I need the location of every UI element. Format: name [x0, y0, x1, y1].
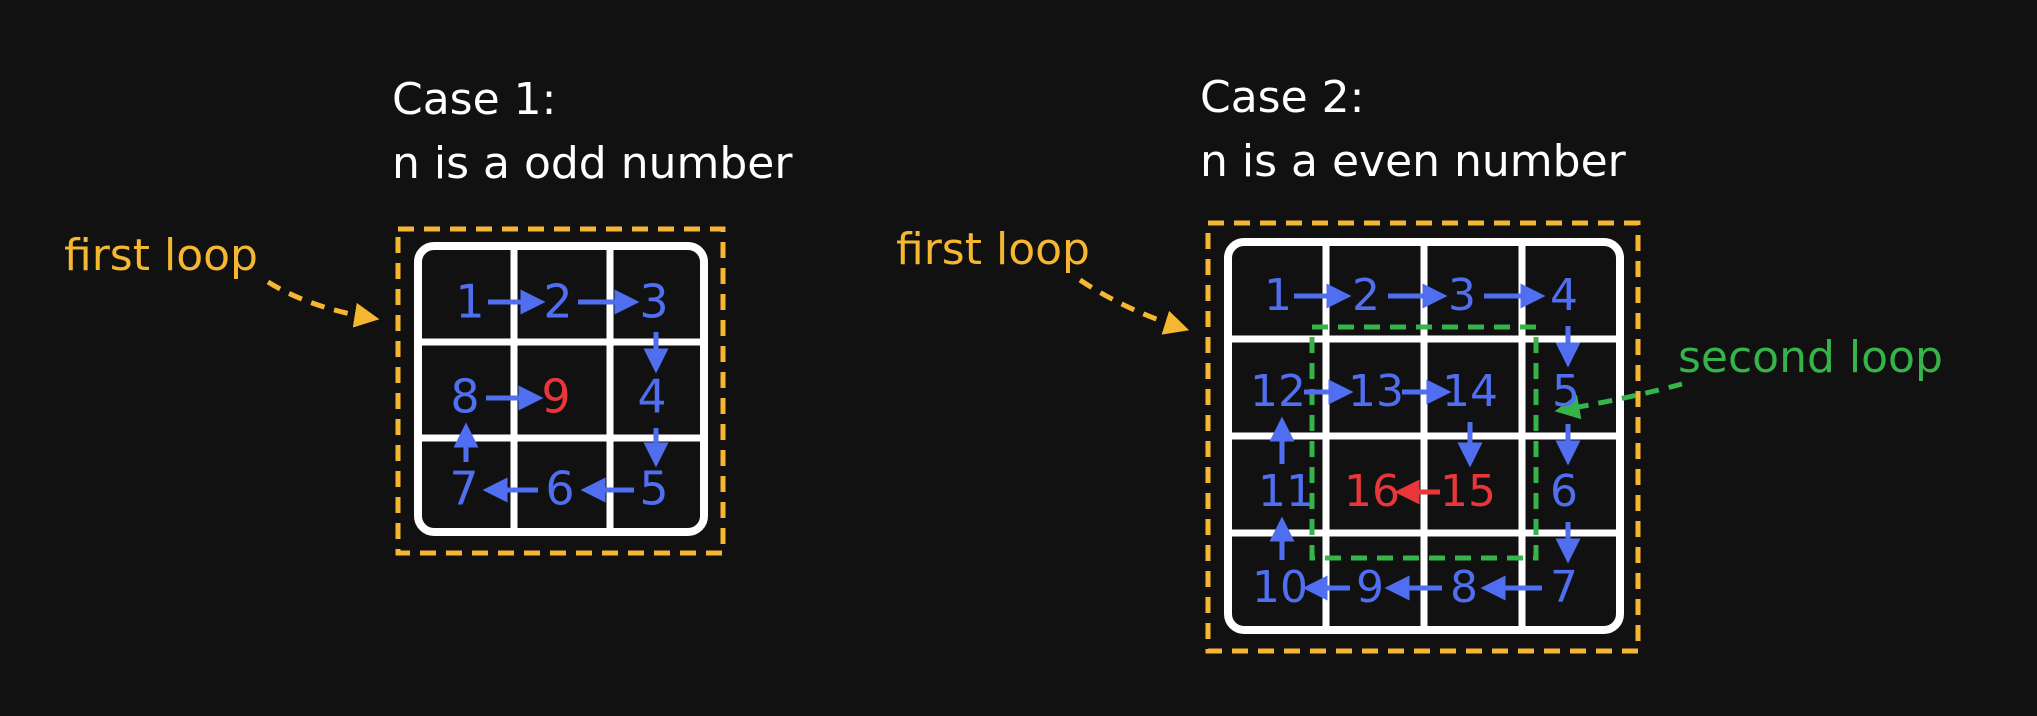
case2-cell: 1	[1264, 270, 1292, 321]
case1-cell: 1	[455, 275, 484, 329]
case1-center-cell: 9	[541, 370, 570, 424]
case2-cell: 11	[1258, 466, 1314, 517]
case1-title: Case 1:	[392, 74, 556, 125]
case2-second-loop-boundary	[1309, 324, 1539, 561]
case2-center-cell: 15	[1440, 466, 1496, 517]
case1-cell: 6	[545, 462, 574, 516]
case2-subtitle: n is a even number	[1200, 136, 1627, 187]
case2-second-loop-pointer-arrow	[1554, 381, 1683, 420]
case2-cell: 2	[1352, 270, 1380, 321]
case2-cell: 10	[1252, 562, 1308, 613]
case2-second-loop-label: second loop	[1678, 332, 1943, 383]
case2-first-loop-label: first loop	[896, 224, 1090, 275]
case2-center-cell: 16	[1344, 466, 1400, 517]
case2-cell: 4	[1550, 270, 1578, 321]
case2-cell-values: 1 2 3 4 12 13 14 5 11 16 15 6 10 9 8 7	[1250, 270, 1580, 613]
case2-spiral-arrows	[1269, 283, 1581, 601]
case1-cell: 5	[639, 462, 668, 516]
case2-first-loop-pointer-arrow	[1078, 277, 1190, 335]
case2-cell: 8	[1450, 562, 1478, 613]
case2-cell: 13	[1348, 366, 1404, 417]
case1-grid-border	[414, 242, 708, 536]
case2-cell: 12	[1250, 366, 1306, 417]
case1-cell: 4	[637, 370, 666, 424]
case1-first-loop-pointer-arrow	[266, 279, 380, 328]
case1-subtitle: n is a odd number	[392, 138, 793, 189]
case2-cell: 5	[1552, 366, 1580, 417]
case2-cell: 6	[1550, 466, 1578, 517]
case1-spiral-arrows	[453, 289, 669, 503]
case2-cell: 7	[1550, 562, 1578, 613]
case1-cell: 3	[639, 275, 668, 329]
case1-cell: 8	[450, 370, 479, 424]
case1-cell: 7	[449, 462, 478, 516]
case2-cell: 3	[1448, 270, 1476, 321]
case1-cell-values: 1 2 3 8 9 4 7 6 5	[449, 275, 668, 516]
case1-first-loop-label: first loop	[64, 230, 258, 281]
case2-cell: 14	[1442, 366, 1498, 417]
case2-cell: 9	[1356, 562, 1384, 613]
case1-first-loop-boundary	[395, 226, 726, 556]
case2-title: Case 2:	[1200, 72, 1364, 123]
case1-panel: Case 1: n is a odd number first loop 1 2…	[64, 74, 793, 556]
case2-panel: Case 2: n is a even number first loop se…	[896, 72, 1943, 654]
case2-first-loop-boundary	[1205, 220, 1641, 654]
case1-cell: 2	[543, 275, 572, 329]
